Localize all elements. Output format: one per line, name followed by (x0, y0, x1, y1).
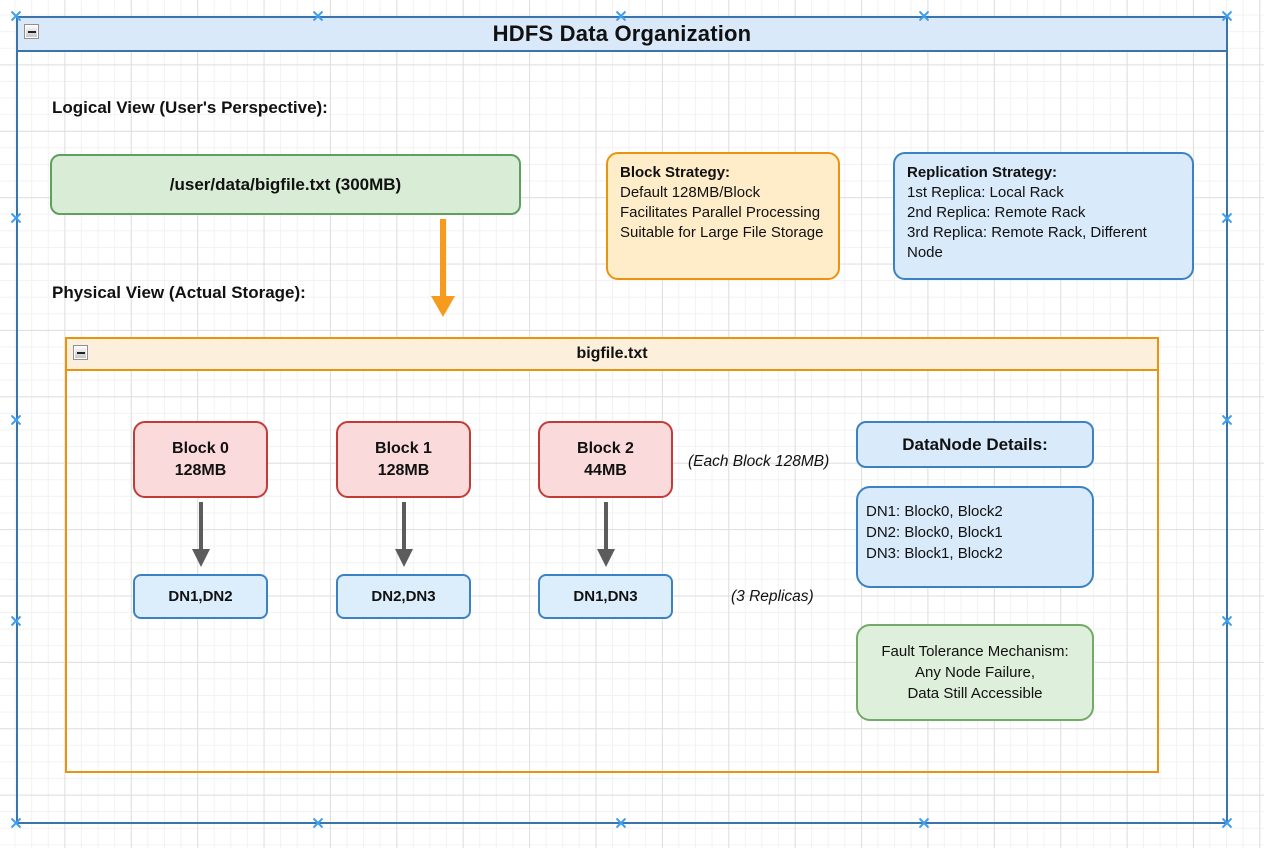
logical-to-physical-arrow[interactable] (440, 219, 446, 298)
fault-tolerance-shape[interactable]: Fault Tolerance Mechanism: Any Node Fail… (856, 624, 1094, 721)
selection-handle[interactable] (311, 9, 325, 23)
replication-strategy-line: 1st Replica: Local Rack (907, 184, 1064, 201)
selection-handle[interactable] (1220, 9, 1234, 23)
block-2-name: Block 2 (577, 439, 634, 457)
selection-handle[interactable] (9, 413, 23, 427)
block-1-replicas-label: DN2,DN3 (371, 588, 436, 605)
block-size-annotation[interactable]: (Each Block 128MB) (688, 453, 830, 470)
selection-handle[interactable] (917, 816, 931, 830)
datanode-mapping: DN1: Block0, Block2 (866, 503, 1003, 520)
fault-tolerance-line: Fault Tolerance Mechanism: (881, 643, 1069, 660)
datanode-mapping: DN2: Block0, Block1 (866, 524, 1003, 541)
block-2-to-dn-arrowhead (597, 549, 615, 567)
block-1-to-dn-arrowhead (395, 549, 413, 567)
selection-handle[interactable] (311, 816, 325, 830)
datanode-details-title-shape[interactable]: DataNode Details: (856, 421, 1094, 468)
selection-handle[interactable] (1220, 614, 1234, 628)
block-0-shape[interactable]: Block 0 128MB (133, 421, 268, 498)
logical-file-label: /user/data/bigfile.txt (300MB) (169, 174, 402, 194)
block-0-name: Block 0 (172, 439, 229, 457)
selection-handle[interactable] (9, 816, 23, 830)
block-2-to-dn-arrow[interactable] (604, 502, 608, 550)
block-2-size: 44MB (584, 461, 627, 479)
selection-handle[interactable] (614, 816, 628, 830)
block-0-replicas-label: DN1,DN2 (168, 588, 233, 605)
bigfile-container-title: bigfile.txt (576, 345, 648, 362)
block-0-to-dn-arrowhead (192, 549, 210, 567)
collapse-button-outer[interactable] (24, 24, 39, 39)
collapse-button-bigfile[interactable] (73, 345, 88, 360)
fault-tolerance-line: Any Node Failure, (914, 664, 1036, 681)
block-0-to-dn-arrow[interactable] (199, 502, 203, 550)
replication-strategy-title: Replication Strategy: (907, 164, 1058, 181)
diagram-title: HDFS Data Organization (492, 21, 752, 46)
selection-handle[interactable] (9, 9, 23, 23)
selection-handle[interactable] (917, 9, 931, 23)
block-1-name: Block 1 (375, 439, 432, 457)
block-strategy-line: Default 128MB/Block (620, 184, 761, 201)
logical-file-shape[interactable]: /user/data/bigfile.txt (300MB) (50, 154, 521, 215)
physical-view-heading[interactable]: Physical View (Actual Storage): (52, 283, 306, 302)
block-1-replicas-shape[interactable]: DN2,DN3 (336, 574, 471, 619)
collapse-icon (27, 30, 36, 33)
selection-handle[interactable] (1220, 413, 1234, 427)
bigfile-container-titlebar[interactable]: bigfile.txt (67, 339, 1157, 371)
block-1-size: 128MB (377, 461, 430, 479)
diagram-container-titlebar[interactable]: HDFS Data Organization (18, 18, 1226, 52)
fault-tolerance-line: Data Still Accessible (907, 685, 1043, 702)
datanode-details-title: DataNode Details: (902, 434, 1048, 454)
logical-to-physical-arrowhead (431, 296, 455, 317)
selection-handle[interactable] (9, 211, 23, 225)
block-strategy-line: Facilitates Parallel Processing (620, 204, 821, 221)
datanode-details-list-shape[interactable]: DN1: Block0, Block2 DN2: Block0, Block1 … (856, 486, 1094, 588)
collapse-icon (76, 351, 85, 354)
datanode-mapping: DN3: Block1, Block2 (866, 545, 1003, 562)
logical-view-heading[interactable]: Logical View (User's Perspective): (52, 98, 328, 117)
selection-handle[interactable] (1220, 211, 1234, 225)
replicas-annotation[interactable]: (3 Replicas) (731, 588, 814, 605)
block-1-to-dn-arrow[interactable] (402, 502, 406, 550)
bigfile-container[interactable]: bigfile.txt (65, 337, 1159, 773)
block-2-replicas-label: DN1,DN3 (573, 588, 638, 605)
block-strategy-title: Block Strategy: (620, 164, 731, 181)
replication-strategy-line: 2nd Replica: Remote Rack (907, 204, 1086, 221)
block-2-shape[interactable]: Block 2 44MB (538, 421, 673, 498)
block-0-replicas-shape[interactable]: DN1,DN2 (133, 574, 268, 619)
block-strategy-note[interactable]: Block Strategy: Default 128MB/Block Faci… (606, 152, 840, 280)
block-1-shape[interactable]: Block 1 128MB (336, 421, 471, 498)
block-2-replicas-shape[interactable]: DN1,DN3 (538, 574, 673, 619)
block-0-size: 128MB (174, 461, 227, 479)
selection-handle[interactable] (614, 9, 628, 23)
selection-handle[interactable] (9, 614, 23, 628)
replication-strategy-line: 3rd Replica: Remote Rack, Different Node (907, 224, 1147, 261)
selection-handle[interactable] (1220, 816, 1234, 830)
block-strategy-line: Suitable for Large File Storage (620, 224, 824, 241)
replication-strategy-note[interactable]: Replication Strategy: 1st Replica: Local… (893, 152, 1194, 280)
